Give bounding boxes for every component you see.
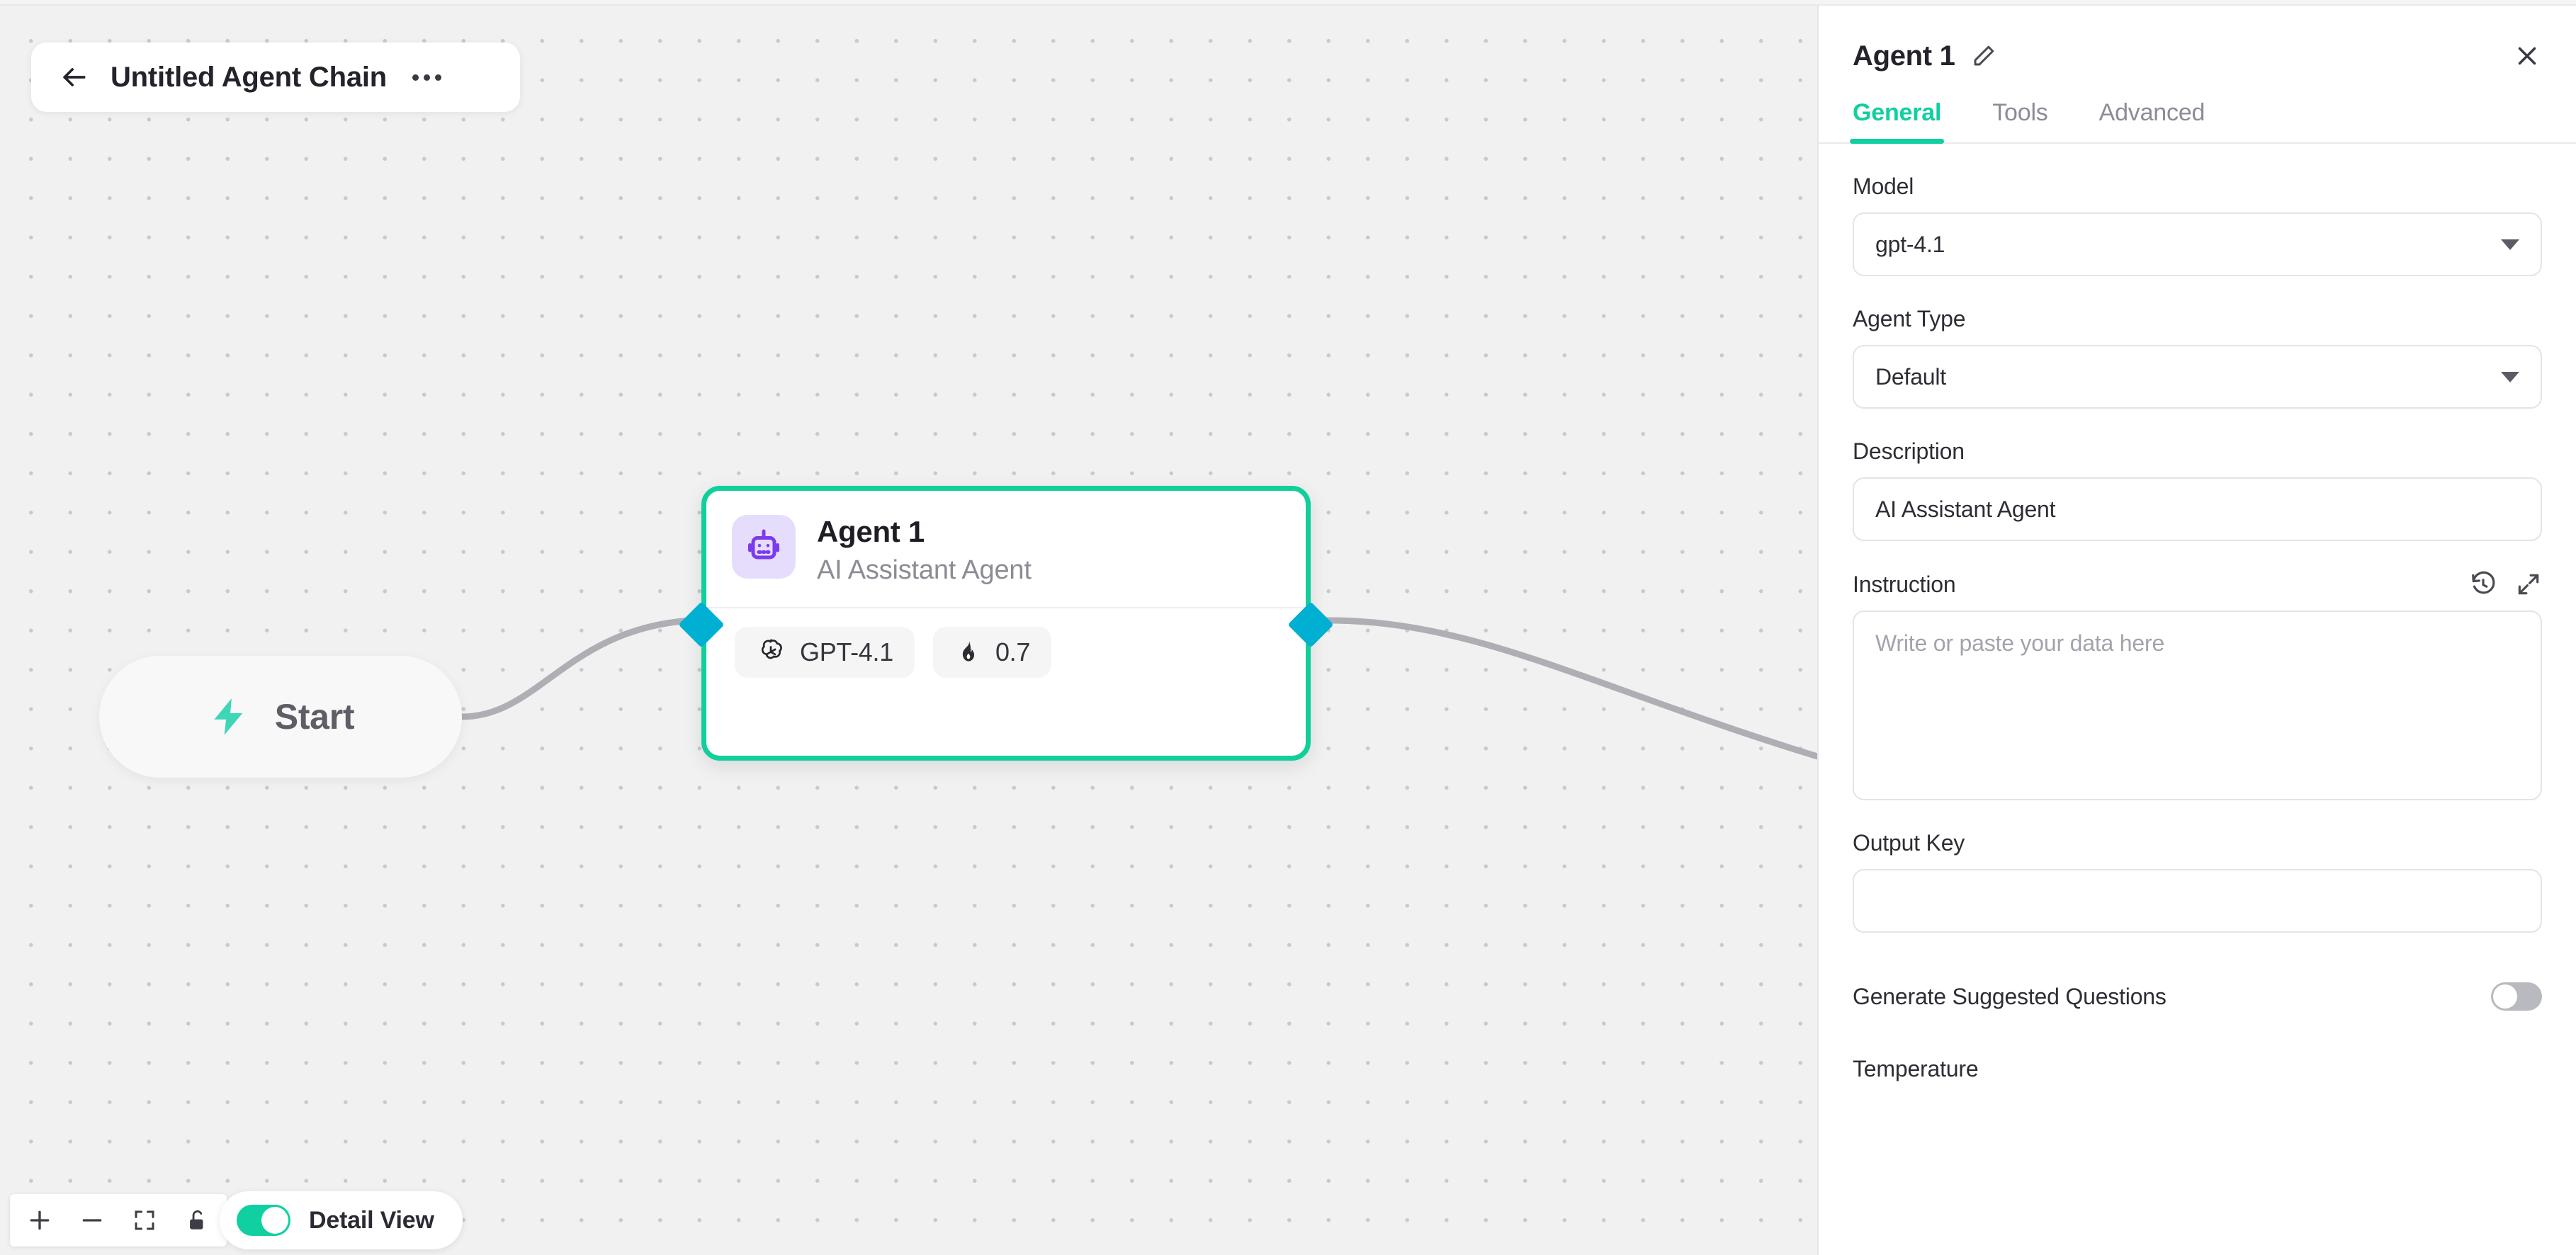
panel-header: Agent 1 (1819, 6, 2576, 82)
page-title: Untitled Agent Chain (111, 61, 388, 93)
start-node-label: Start (274, 697, 355, 737)
output-key-input[interactable] (1853, 869, 2542, 933)
instruction-actions (2470, 571, 2542, 598)
unlock-icon[interactable] (180, 1203, 214, 1237)
panel-title: Agent 1 (1853, 40, 1955, 72)
zoom-in-button[interactable] (23, 1203, 57, 1237)
zoom-out-button[interactable] (75, 1203, 109, 1237)
flame-icon (962, 641, 974, 661)
generate-suggested-questions-label: Generate Suggested Questions (1853, 983, 2167, 1009)
detail-view-label: Detail View (309, 1206, 434, 1234)
fit-view-icon[interactable] (128, 1203, 162, 1237)
model-field: Model gpt-4.1 (1853, 174, 2542, 276)
temperature-badge-label: 0.7 (995, 637, 1031, 667)
output-key-label: Output Key (1853, 830, 1965, 856)
flow-canvas[interactable]: Untitled Agent Chain Start (0, 6, 1817, 1255)
openai-logo-icon (761, 638, 782, 659)
description-input[interactable]: AI Assistant Agent (1853, 477, 2542, 541)
pencil-icon[interactable] (1971, 43, 1996, 69)
agent-node[interactable]: Agent 1 AI Assistant Agent GPT-4.1 (678, 486, 1334, 761)
tab-general[interactable]: General (1849, 99, 1945, 144)
output-key-field: Output Key (1853, 830, 2542, 933)
agent-node-subtitle: AI Assistant Agent (817, 555, 1032, 586)
agent-type-field: Agent Type Default (1853, 306, 2542, 409)
lightning-bolt-icon (214, 698, 243, 735)
generate-suggested-questions-toggle[interactable] (2491, 982, 2542, 1011)
detail-view-toggle[interactable]: Detail View (220, 1191, 463, 1249)
agent-settings-panel: Agent 1 General Tools Advanced Model gpt… (1817, 6, 2576, 1255)
history-icon[interactable] (2470, 571, 2497, 598)
model-label: Model (1853, 174, 1914, 199)
instruction-label: Instruction (1853, 571, 1956, 597)
panel-body: Model gpt-4.1 Agent Type Default Descrip… (1819, 174, 2576, 1082)
start-node[interactable]: Start (99, 656, 462, 778)
robot-icon-tile (732, 515, 796, 579)
agent-node-badges: GPT-4.1 0.7 (706, 608, 1306, 678)
temperature-badge[interactable]: 0.7 (932, 627, 1052, 678)
agent-type-select[interactable]: Default (1853, 345, 2542, 409)
panel-tabs: General Tools Advanced (1819, 82, 2576, 144)
agent-node-text: Agent 1 AI Assistant Agent (817, 515, 1032, 586)
generate-suggested-questions-row: Generate Suggested Questions (1853, 982, 2542, 1011)
chevron-down-icon (2501, 239, 2519, 250)
chain-title-bar: Untitled Agent Chain (31, 42, 520, 112)
robot-icon (747, 529, 779, 560)
close-icon[interactable] (2512, 41, 2542, 71)
tab-advanced[interactable]: Advanced (2098, 99, 2205, 126)
description-input-value: AI Assistant Agent (1875, 496, 2056, 522)
agent-node-title: Agent 1 (817, 515, 925, 548)
node-divider (706, 607, 1306, 609)
instruction-textarea[interactable]: Write or paste your data here (1853, 611, 2542, 800)
description-label: Description (1853, 438, 1965, 464)
model-badge-label: GPT-4.1 (800, 637, 893, 667)
top-strip (0, 0, 2576, 6)
agent-type-select-value: Default (1875, 363, 1946, 390)
detail-view-switch[interactable] (237, 1205, 290, 1236)
instruction-field: Instruction (1853, 571, 2542, 800)
expand-icon[interactable] (2515, 571, 2542, 598)
agent-node-header: Agent 1 AI Assistant Agent (706, 491, 1306, 586)
agent-type-label: Agent Type (1853, 306, 1966, 331)
more-horizontal-icon[interactable] (408, 67, 446, 88)
temperature-label: Temperature (1853, 1056, 1979, 1081)
instruction-label-row: Instruction (1853, 571, 2542, 598)
back-arrow-icon[interactable] (58, 62, 89, 93)
chevron-down-icon (2501, 371, 2519, 382)
model-select[interactable]: gpt-4.1 (1853, 212, 2542, 276)
tab-tools[interactable]: Tools (1992, 99, 2048, 126)
model-badge[interactable]: GPT-4.1 (735, 627, 915, 678)
model-select-value: gpt-4.1 (1875, 231, 1945, 257)
canvas-zoom-toolbar (10, 1194, 227, 1247)
edge-agent-outgoing (1320, 617, 1817, 760)
description-field: Description AI Assistant Agent (1853, 438, 2542, 541)
edge-start-to-agent (458, 617, 694, 720)
